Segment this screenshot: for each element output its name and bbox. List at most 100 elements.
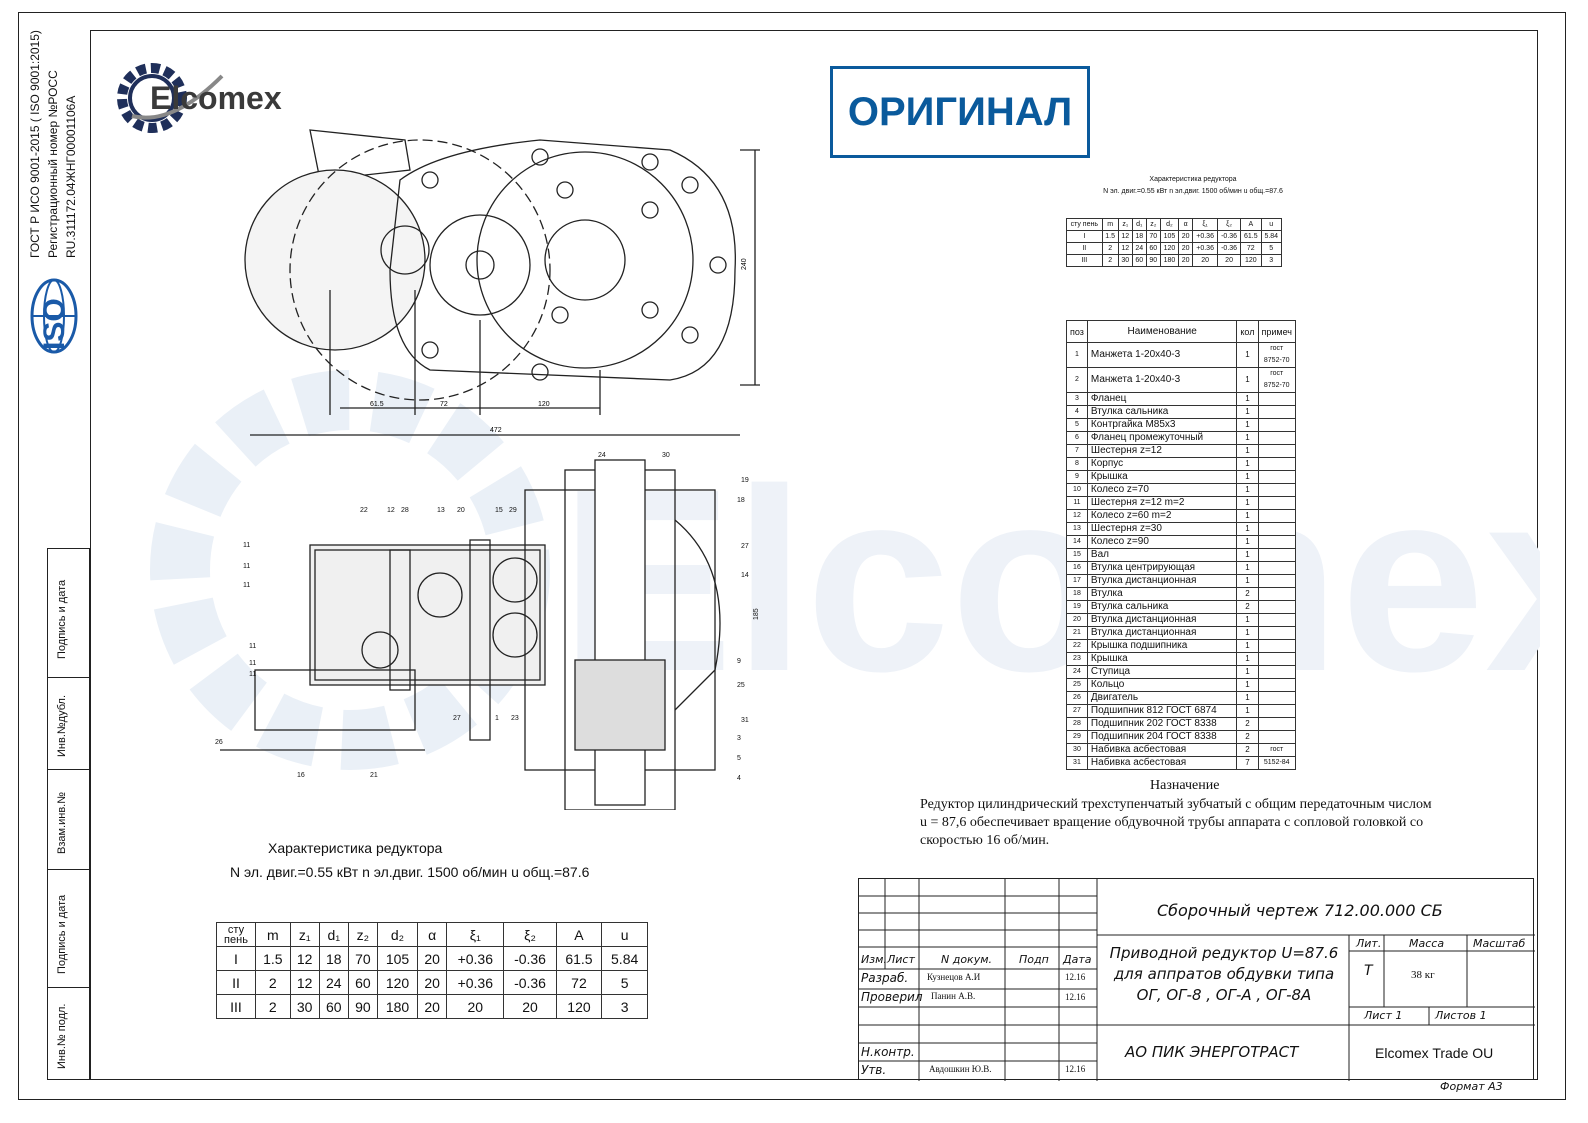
purpose-title: Назначение (1150, 778, 1220, 793)
part-pos: 29 (1066, 730, 1088, 744)
purpose-line-1: Редуктор цилиндрический трехступенчатый … (920, 797, 1432, 812)
part-note (1257, 717, 1296, 731)
cell: 60 (347, 970, 378, 995)
part-note (1257, 457, 1296, 471)
part-qty: 1 (1236, 342, 1259, 368)
part-note (1257, 600, 1296, 614)
inner-frame (90, 30, 1538, 1080)
iso-text: ISO (38, 298, 71, 350)
left-stamp-column: Подпись и дата Инв.№дубл. Взам.инв.№ Под… (47, 548, 90, 1080)
th: m (1101, 218, 1119, 231)
tb-org: АО ПИК ЭНЕРГОТРАСТ (1125, 1043, 1299, 1061)
th: сту пень (216, 922, 256, 947)
th: ξ₂ (1217, 218, 1242, 231)
tb-lit-label: Лит. (1356, 937, 1382, 950)
part-name: Шестерня z=12 m=2 (1086, 496, 1238, 510)
part-name: Втулка сальника (1086, 405, 1238, 419)
cell: 12 (289, 946, 320, 971)
dim-185: 185 (753, 608, 760, 620)
part-note: 5152-84 (1257, 756, 1296, 770)
part-name: Корпус (1086, 457, 1238, 471)
callout-20: 20 (457, 507, 465, 514)
tb-date-dev: 12.16 (1065, 972, 1086, 982)
cell: 105 (1159, 230, 1180, 243)
part-qty: 1 (1236, 470, 1259, 484)
cell: 20 (417, 994, 448, 1019)
callout-11d: 11 (249, 643, 256, 650)
callout-11f: 11 (249, 671, 256, 678)
part-pos: 17 (1066, 574, 1088, 588)
th: z₁ (1117, 218, 1133, 231)
cell: III (216, 994, 256, 1019)
cell: -0.36 (1217, 230, 1242, 243)
cell: 2 (255, 970, 291, 995)
part-note (1257, 496, 1296, 510)
part-note (1257, 626, 1296, 640)
part-pos: 10 (1066, 483, 1088, 497)
callout-4: 4 (737, 775, 741, 782)
cell: I (216, 946, 256, 971)
cell: 20 (417, 946, 448, 971)
part-name: Крышка (1086, 652, 1238, 666)
part-pos: 1 (1066, 342, 1088, 368)
title-block: Изм. Лист N докум. Подп Дата Разраб. Куз… (858, 878, 1535, 1081)
part-pos: 9 (1066, 470, 1088, 484)
part-qty: 1 (1236, 431, 1259, 445)
cell: 1.5 (1101, 230, 1119, 243)
callout-9: 9 (737, 658, 741, 665)
callout-21: 21 (370, 772, 378, 779)
th: d₂ (376, 922, 419, 947)
part-note (1257, 704, 1296, 718)
cell: 2 (1101, 254, 1119, 267)
part-name: Подшипник 204 ГОСТ 8338 (1086, 730, 1238, 744)
callout-18: 18 (737, 497, 745, 504)
part-pos: 8 (1066, 457, 1088, 471)
part-name: Манжета 1-20х40-3 (1086, 367, 1238, 393)
part-pos: 23 (1066, 652, 1088, 666)
part-name: Манжета 1-20х40-3 (1086, 342, 1238, 368)
callout-11c: 11 (243, 582, 250, 589)
part-note: гост 8752-70 (1257, 367, 1296, 393)
tb-sheets: Листов 1 (1435, 1009, 1487, 1022)
part-note (1257, 418, 1296, 432)
cell: 70 (1145, 230, 1161, 243)
cell: 12 (1117, 242, 1133, 255)
part-note (1257, 509, 1296, 523)
cell: 72 (555, 970, 603, 995)
cell: 20 (503, 994, 557, 1019)
part-qty: 1 (1236, 691, 1259, 705)
cell: 20 (1178, 230, 1194, 243)
part-note (1257, 639, 1296, 653)
tb-role-check: Проверил (861, 990, 923, 1004)
part-qty: 7 (1236, 756, 1259, 770)
part-name: Шестерня z=30 (1086, 522, 1238, 536)
th: ξ₁ (1192, 218, 1219, 231)
part-pos: 22 (1066, 639, 1088, 653)
part-pos: 12 (1066, 509, 1088, 523)
th: A (1240, 218, 1262, 231)
part-note (1257, 652, 1296, 666)
original-stamp: ОРИГИНАЛ (830, 66, 1090, 158)
callout-5: 5 (737, 755, 741, 762)
part-pos: 25 (1066, 678, 1088, 692)
tb-name: Приводной редуктор U=87.6 для аппратов о… (1099, 943, 1349, 1006)
reducer-top-view: 61.5 72 120 472 240 (244, 129, 760, 436)
svg-text:Elcomex: Elcomex (560, 436, 1540, 726)
cell: III (1066, 254, 1103, 267)
